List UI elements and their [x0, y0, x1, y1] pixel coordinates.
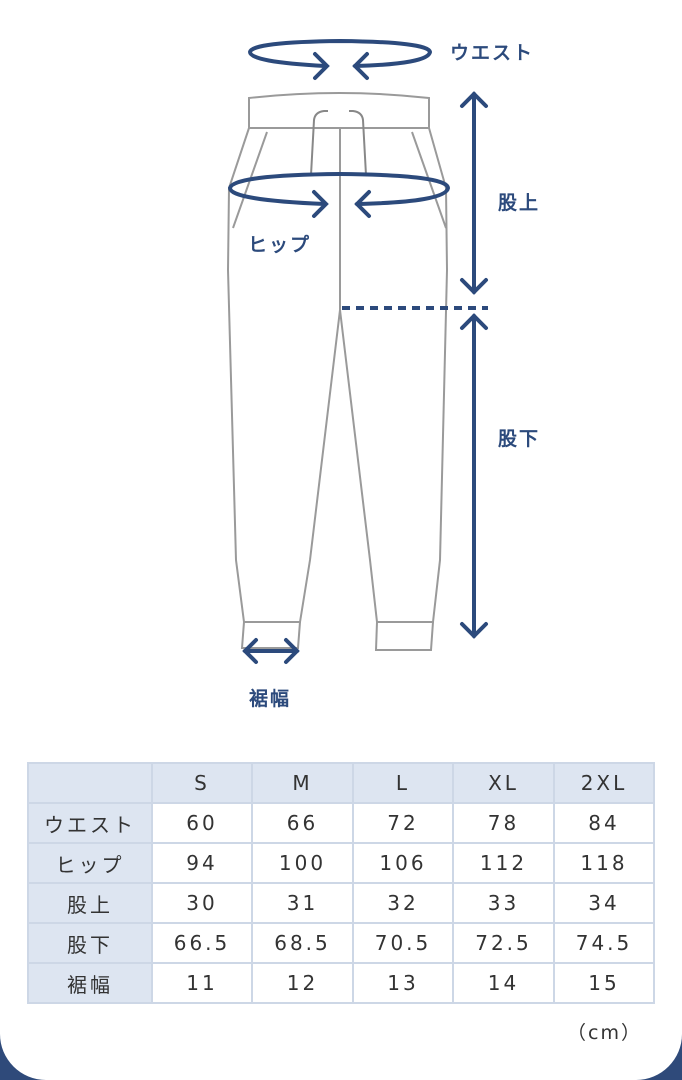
table-cell: 78 — [452, 802, 555, 844]
table-cell: 12 — [251, 962, 354, 1004]
hem-width-label: 裾幅 — [249, 688, 292, 710]
hip-label: ヒップ — [248, 234, 312, 256]
table-cell: 112 — [452, 842, 555, 884]
unit-label: （cm） — [567, 1022, 642, 1044]
table-cell: 11 — [151, 962, 253, 1004]
table-cell: 84 — [553, 802, 655, 844]
table-cell: 100 — [251, 842, 354, 884]
table-cell: 74.5 — [553, 922, 655, 964]
header-cell-2xl: 2XL — [553, 762, 655, 804]
inseam-label: 股下 — [498, 428, 541, 450]
header-cell-m: M — [251, 762, 354, 804]
header-cell-empty — [27, 762, 153, 804]
table-cell: 15 — [553, 962, 655, 1004]
table-cell: 34 — [553, 882, 655, 924]
table-cell: 14 — [452, 962, 555, 1004]
header-cell-l: L — [352, 762, 454, 804]
table-row: ウエスト 60 66 72 78 84 — [27, 802, 655, 844]
table-cell: 31 — [251, 882, 354, 924]
table-cell: 33 — [452, 882, 555, 924]
table-cell: 30 — [151, 882, 253, 924]
table-cell: 72 — [352, 802, 454, 844]
table-row: ヒップ 94 100 106 112 118 — [27, 842, 655, 884]
table-cell: 60 — [151, 802, 253, 844]
size-table: S M L XL 2XL ウエスト 60 66 72 78 84 ヒップ 94 … — [27, 762, 655, 1004]
row-label-hip: ヒップ — [27, 842, 153, 884]
table-cell: 118 — [553, 842, 655, 884]
header-cell-s: S — [151, 762, 253, 804]
waist-label: ウエスト — [450, 42, 535, 64]
table-row: 裾幅 11 12 13 14 15 — [27, 962, 655, 1004]
table-cell: 68.5 — [251, 922, 354, 964]
pants-measurement-diagram: ウエスト ヒップ 股上 股下 裾幅 — [226, 38, 541, 710]
table-cell: 32 — [352, 882, 454, 924]
table-cell: 94 — [151, 842, 253, 884]
table-cell: 13 — [352, 962, 454, 1004]
rise-label: 股上 — [498, 192, 541, 214]
table-cell: 66.5 — [151, 922, 253, 964]
row-label-inseam: 股下 — [27, 922, 153, 964]
table-cell: 66 — [251, 802, 354, 844]
row-label-hem-width: 裾幅 — [27, 962, 153, 1004]
table-cell: 106 — [352, 842, 454, 884]
table-cell: 72.5 — [452, 922, 555, 964]
pants-illustration-icon — [226, 38, 488, 664]
row-label-waist: ウエスト — [27, 802, 153, 844]
table-row: 股上 30 31 32 33 34 — [27, 882, 655, 924]
table-cell: 70.5 — [352, 922, 454, 964]
table-row: 股下 66.5 68.5 70.5 72.5 74.5 — [27, 922, 655, 964]
header-cell-xl: XL — [452, 762, 555, 804]
table-header-row: S M L XL 2XL — [27, 762, 655, 804]
row-label-rise: 股上 — [27, 882, 153, 924]
